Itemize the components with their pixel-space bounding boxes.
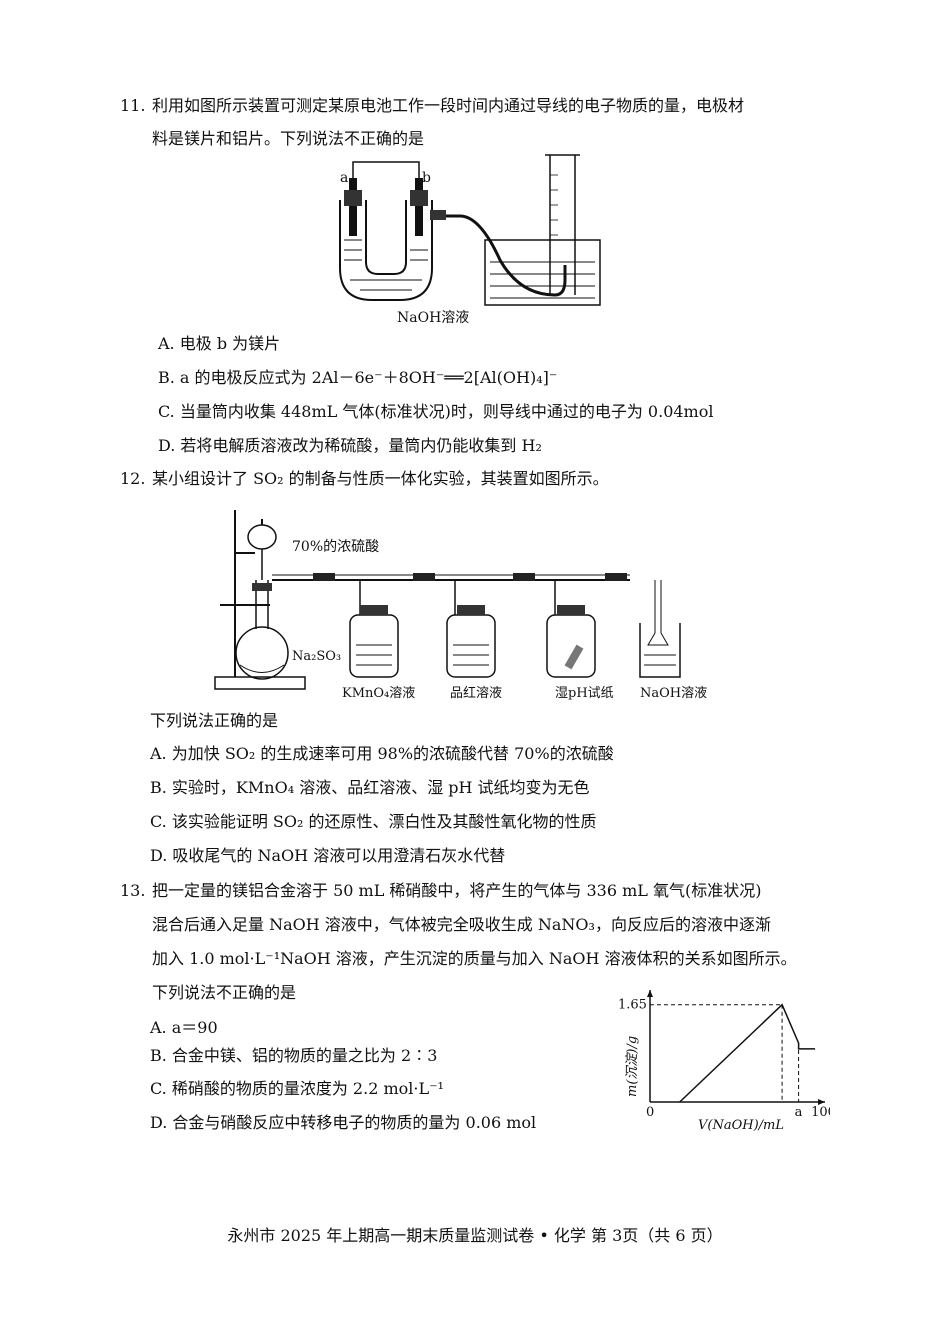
precipitate-mass-line (679, 1003, 816, 1103)
q13-option-c[interactable]: C. 稀硝酸的物质的量浓度为 2.2 mol·L⁻¹ (150, 1079, 444, 1098)
q11-fig-label-b: b (422, 170, 431, 186)
q11-fig-label-a: a (340, 170, 348, 186)
q13-stem-line-2: 混合后通入足量 NaOH 溶液中，气体被完全吸收生成 NaNO₃，向反应后的溶液… (152, 915, 771, 934)
q11-option-d[interactable]: D. 若将电解质溶液改为稀硫酸，量筒内仍能收集到 H₂ (158, 436, 542, 455)
origin-label: 0 (646, 1105, 654, 1120)
x-axis-arrow (818, 1099, 825, 1105)
q12-figure-so2-apparatus: 70%的浓硫酸 Na₂SO₃ KMnO₄溶液 品红溶液 湿pH试纸 NaOH溶液 (214, 510, 707, 701)
q12-fig-label-kmno4: KMnO₄溶液 (342, 686, 415, 701)
q12-option-a[interactable]: A. 为加快 SO₂ 的生成速率可用 98%的浓硫酸代替 70%的浓硫酸 (150, 744, 614, 763)
q11-figure-electrolysis-apparatus: a b NaOH溶液 (339, 154, 601, 326)
q13-stem-line-3: 加入 1.0 mol·L⁻¹NaOH 溶液，产生沉淀的质量与加入 NaOH 溶液… (152, 949, 797, 968)
page-footer: 永州市 2025 年上期高一期末质量监测试卷 • 化学 第 3页（共 6 页） (227, 1226, 723, 1245)
y-tick-label: 1.65 (618, 998, 647, 1013)
q11-option-a[interactable]: A. 电极 b 为镁片 (158, 334, 281, 353)
x-tick-label-a: a (795, 1105, 803, 1120)
q12-question: 下列说法正确的是 (150, 711, 279, 730)
q12-number: 12. (120, 469, 146, 488)
q12-fig-label-naoh: NaOH溶液 (640, 686, 707, 701)
q12-fig-label-acid: 70%的浓硫酸 (292, 539, 379, 555)
q12-stem: 某小组设计了 SO₂ 的制备与性质一体化实验，其装置如图所示。 (152, 469, 609, 488)
q12-fig-label-na2so3: Na₂SO₃ (292, 649, 341, 664)
y-axis-label: m(沉淀)/g (625, 1036, 640, 1097)
q11-stem-line-1: 利用如图所示装置可测定某原电池工作一段时间内通过导线的电子物质的量，电极材 (152, 96, 745, 115)
x-axis-label: V(NaOH)/mL (698, 1118, 784, 1133)
q12-fig-label-ph: 湿pH试纸 (555, 686, 614, 701)
q13-option-b[interactable]: B. 合金中镁、铝的物质的量之比为 2∶3 (150, 1046, 438, 1065)
y-axis-arrow (647, 990, 653, 997)
q13-option-a[interactable]: A. a＝90 (150, 1018, 218, 1037)
q12-fig-label-pinhong: 品红溶液 (450, 685, 502, 701)
q13-stem-line-1: 把一定量的镁铝合金溶于 50 mL 稀硝酸中，将产生的气体与 336 mL 氧气… (152, 881, 762, 900)
q12-option-c[interactable]: C. 该实验能证明 SO₂ 的还原性、漂白性及其酸性氧化物的性质 (150, 812, 597, 831)
q13-precipitate-chart: 1.65 0 a 100 V(NaOH)/mL m(沉淀)/g (618, 990, 830, 1133)
q11-number: 11. (120, 96, 146, 115)
q13-number: 13. (120, 881, 146, 900)
q11-option-c[interactable]: C. 当量筒内收集 448mL 气体(标准状况)时，则导线中通过的电子为 0.0… (158, 402, 714, 421)
q12-option-b[interactable]: B. 实验时，KMnO₄ 溶液、品红溶液、湿 pH 试纸均变为无色 (150, 778, 590, 797)
q12-option-d[interactable]: D. 吸收尾气的 NaOH 溶液可以用澄清石灰水代替 (150, 846, 506, 865)
q13-question: 下列说法不正确的是 (152, 983, 297, 1002)
q11-fig-label-solution: NaOH溶液 (397, 310, 469, 326)
q13-option-d[interactable]: D. 合金与硝酸反应中转移电子的物质的量为 0.06 mol (150, 1113, 537, 1132)
q11-stem-line-2: 料是镁片和铝片。下列说法不正确的是 (152, 129, 425, 148)
q11-option-b[interactable]: B. a 的电极反应式为 2Al－6e⁻＋8OH⁻══2[Al(OH)₄]⁻ (158, 368, 558, 387)
x-tick-label-100: 100 (811, 1105, 830, 1120)
